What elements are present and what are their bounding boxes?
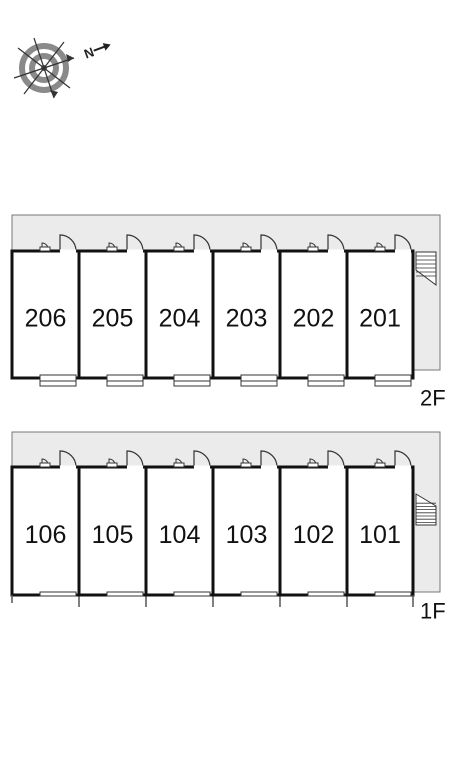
meter-box-base [106,462,118,468]
window [106,591,144,597]
unit-number-201: 201 [359,305,401,333]
window [374,591,412,597]
floor-label-2f: 2F [420,386,446,411]
staircase-icon [415,251,437,286]
meter-box-base [106,246,118,252]
window [307,591,345,597]
floor-1f: 106 105 104 103 102 101 1F [10,431,446,624]
staircase-icon [415,493,437,526]
unit-room-201 [345,249,415,380]
door-swing-icon [394,450,412,468]
door-swing-icon [327,450,345,468]
floor-2f: 206 205 204 203 202 201 2F [10,214,446,411]
unit-number-106: 106 [25,521,67,549]
meter-box-base [374,246,386,252]
meter-box-base [240,462,252,468]
window [173,591,211,597]
door-swing-icon [126,234,144,252]
meter-box-base [307,246,319,252]
door-swing-icon [260,450,278,468]
unit-room-103 [211,465,282,597]
compass-rose-icon: N [13,37,111,99]
unit-number-204: 204 [159,305,201,333]
door-swing-icon [193,450,211,468]
door-swing-icon [126,450,144,468]
meter-box-base [173,246,185,252]
meter-box-base [39,462,51,468]
door-swing-icon [59,450,77,468]
unit-room-106 [10,465,81,597]
door-swing-icon [394,234,412,252]
unit-number-103: 103 [226,521,268,549]
unit-number-202: 202 [293,305,335,333]
door-swing-icon [327,234,345,252]
door-swing-icon [59,234,77,252]
unit-number-102: 102 [293,521,335,549]
meter-box-base [240,246,252,252]
door-swing-icon [260,234,278,252]
meter-box-base [307,462,319,468]
meter-box-base [374,462,386,468]
unit-number-203: 203 [226,305,268,333]
meter-box-base [39,246,51,252]
unit-number-104: 104 [159,521,201,549]
unit-number-206: 206 [25,305,67,333]
window [39,591,77,597]
door-swing-icon [193,234,211,252]
unit-number-105: 105 [92,521,134,549]
meter-box-base [173,462,185,468]
window [240,591,278,597]
unit-room-203 [211,249,282,380]
floor-label-1f: 1F [420,599,446,624]
unit-number-101: 101 [359,521,401,549]
unit-number-205: 205 [92,305,134,333]
compass-north-label: N [82,44,96,61]
